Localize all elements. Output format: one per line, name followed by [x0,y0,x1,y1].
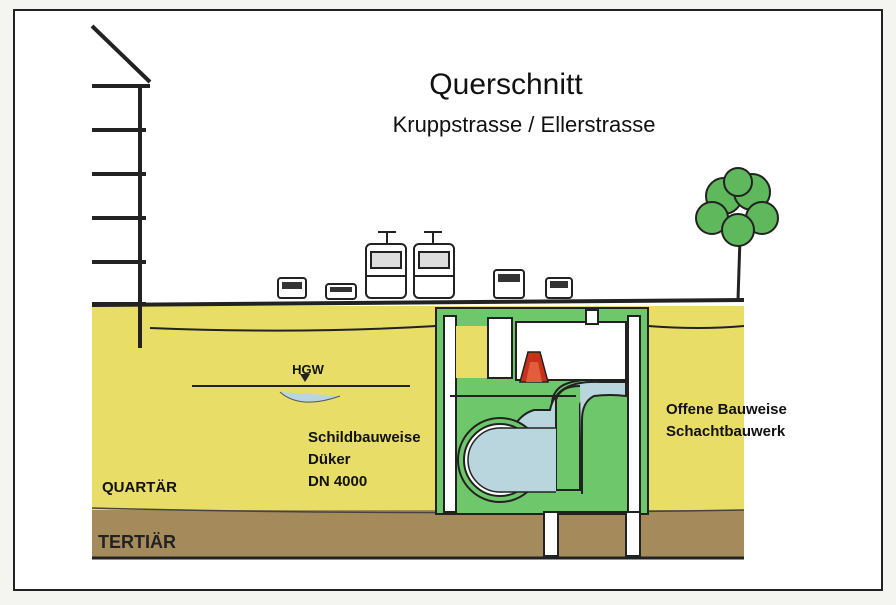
groundwater-table-right [647,325,745,329]
diagram-title: Querschnitt [429,68,583,101]
groundwater-table-left [149,325,437,332]
weir-element [519,351,549,383]
groundwater-level-marker [192,374,410,403]
tram-icon [413,231,455,299]
quartaer-label: QUARTÄR [102,479,177,496]
car-icon [325,283,357,300]
open-method-label: Offene Bauweise [666,401,787,418]
tertiaer-label: TERTIÄR [98,532,176,552]
bus-icon [493,269,525,299]
culvert-pipe [457,379,627,503]
tree-icon [695,167,779,301]
tram-icon [365,231,407,299]
shield-method-label: Schildbauweise [308,429,421,446]
groundwater-label: HGW [292,362,325,377]
street-surface [91,298,745,307]
tertiaer-layer [92,510,744,558]
car-icon [545,277,573,299]
building-icon [90,24,152,348]
shaft-label: Schachtbauwerk [666,423,786,440]
diagram-subtitle: Kruppstrasse / Ellerstrasse [393,112,656,137]
car-icon [277,277,307,299]
diameter-label: DN 4000 [308,473,367,490]
culvert-label: Düker [308,451,351,468]
